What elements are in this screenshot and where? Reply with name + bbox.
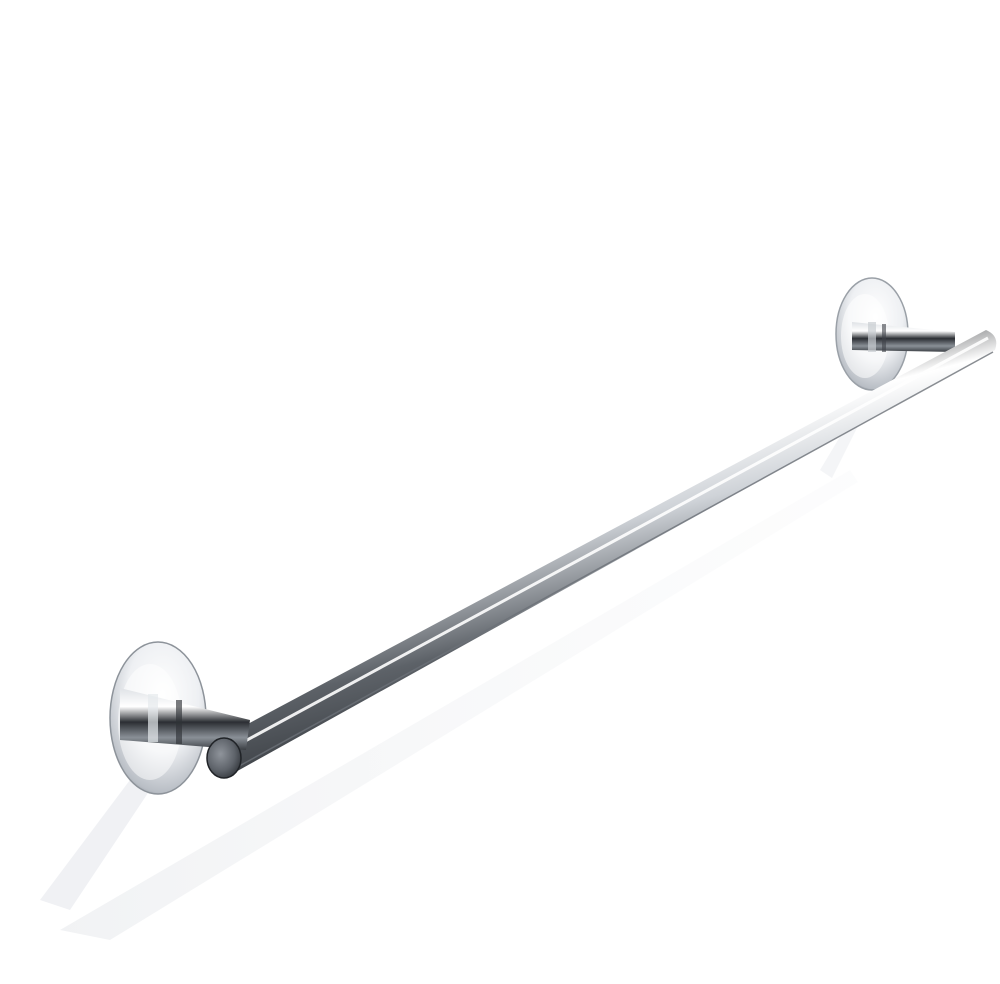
rod-end-cap bbox=[206, 737, 242, 779]
left-mount bbox=[109, 641, 250, 795]
wall-shadow bbox=[40, 420, 858, 940]
right-mount bbox=[835, 277, 955, 391]
towel-rod bbox=[213, 330, 997, 774]
